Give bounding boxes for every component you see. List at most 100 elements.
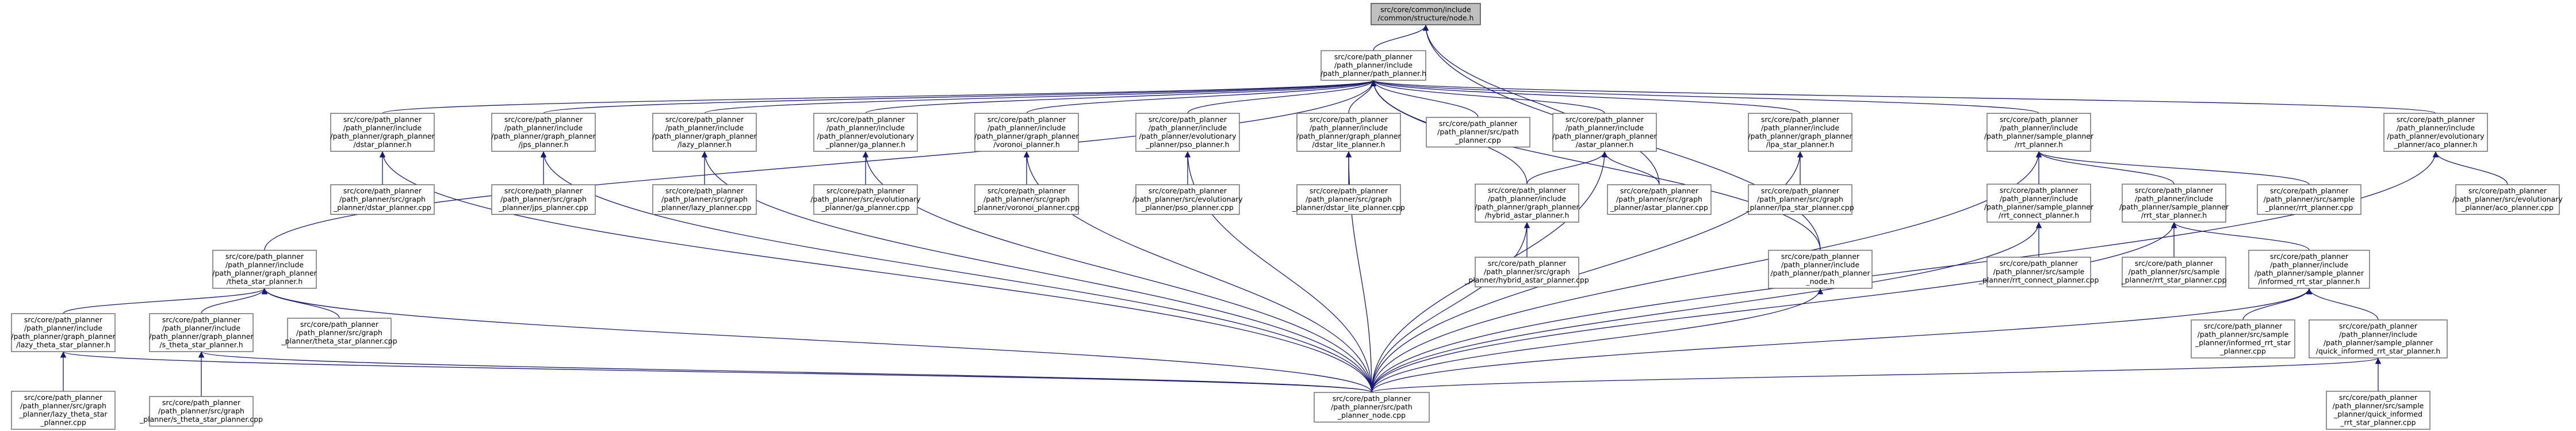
node-box <box>813 113 918 152</box>
node-label-line: /lpa_star_planner.h <box>1766 140 1834 149</box>
node-label-line: /path_planner/graph_planner <box>1296 132 1401 140</box>
node-label-line: /path_planner/include <box>2270 261 2348 269</box>
node-rrt_h[interactable]: src/core/path_planner/path_planner/inclu… <box>1984 113 2094 152</box>
node-dstar_lite_h[interactable]: src/core/path_planner/path_planner/inclu… <box>1296 113 1402 152</box>
node-label-line: src/core/path_planner <box>24 393 103 402</box>
node-voronoi_h[interactable]: src/core/path_planner/path_planner/inclu… <box>974 113 1080 152</box>
node-ga_cpp[interactable]: src/core/path_planner/path_planner/src/e… <box>810 184 921 215</box>
node-label-line: _planner/dstar_planner.cpp <box>333 203 431 212</box>
node-dstar_cpp[interactable]: src/core/path_planner/path_planner/src/g… <box>330 184 435 215</box>
node-lazy_h[interactable]: src/core/path_planner/path_planner/inclu… <box>652 113 757 152</box>
node-rrt_cpp[interactable]: src/core/path_planner/path_planner/src/s… <box>2257 184 2361 215</box>
node-hybrid_h[interactable]: src/core/path_planner/path_planner/inclu… <box>1475 184 1580 223</box>
node-s_theta_h[interactable]: src/core/path_planner/path_planner/inclu… <box>149 313 254 352</box>
node-quick_cpp[interactable]: src/core/path_planner/path_planner/src/s… <box>2326 391 2430 430</box>
node-label-line: /path_planner/evolutionary <box>817 132 914 140</box>
node-label-line: _planner/voronoi_planner.cpp <box>973 203 1080 212</box>
node-label-line: /path_planner/include <box>1781 261 1859 269</box>
node-quick_h[interactable]: src/core/path_planner/path_planner/inclu… <box>2309 319 2448 358</box>
node-rrt_star_h[interactable]: src/core/path_planner/path_planner/inclu… <box>2119 184 2229 223</box>
node-label-line: src/core/path_planner <box>1565 115 1644 124</box>
node-lazy_theta_cpp[interactable]: src/core/path_planner/path_planner/src/g… <box>11 391 116 430</box>
node-label-line: /voronoi_planner.h <box>993 140 1060 149</box>
node-label-line: /path_planner/include <box>162 324 240 333</box>
node-label-line: src/core/path_planner <box>2000 186 2079 194</box>
node-label-line: /path_planner/src/evolutionary <box>2452 195 2563 204</box>
edge-path_planner_h-to-root <box>1373 24 1429 51</box>
node-label-line: /path_planner/src/evolutionary <box>810 195 921 204</box>
node-box <box>2309 319 2448 358</box>
edge-pp_node_cpp-to-rrt_connect_h <box>1371 222 2042 393</box>
edge-pp_node_cpp-to-lazy_theta_h <box>60 351 1372 393</box>
node-ga_h[interactable]: src/core/path_planner/path_planner/inclu… <box>813 113 918 152</box>
node-aco_cpp[interactable]: src/core/path_planner/path_planner/src/e… <box>2452 184 2563 215</box>
edge-pso_h-to-path_planner_h <box>1187 80 1377 114</box>
node-label-line: src/core/path_planner <box>2204 322 2283 330</box>
node-path_planner_cpp[interactable]: src/core/path_planner/path_planner/src/p… <box>1426 117 1530 148</box>
node-theta_cpp[interactable]: src/core/path_planner/path_planner/src/g… <box>281 318 397 349</box>
node-lpa_h[interactable]: src/core/path_planner/path_planner/inclu… <box>1748 113 1853 152</box>
node-label-line: _planner/rrt_connect_planner.cpp <box>1978 276 2099 284</box>
node-label-line: _planner/pso_planner.h <box>1145 140 1229 149</box>
node-jps_h[interactable]: src/core/path_planner/path_planner/inclu… <box>491 113 596 152</box>
node-label-line: src/core/path_planner <box>2397 115 2475 124</box>
edge-pp_node_cpp-to-lpa_h <box>1371 151 1804 393</box>
node-box <box>1607 184 1712 215</box>
node-label-line: /dstar_planner.h <box>353 140 411 149</box>
node-dstar_lite_cpp[interactable]: src/core/path_planner/path_planner/src/g… <box>1292 184 1405 215</box>
node-rrt_star_cpp[interactable]: src/core/path_planner/path_planner/src/s… <box>2120 257 2227 288</box>
node-label-line: src/core/path_planner <box>987 115 1066 124</box>
node-label-line: /informed_rrt_star_planner.h <box>2259 277 2360 286</box>
node-label-line: /path_planner/sample_planner <box>2255 269 2364 277</box>
node-pso_h[interactable]: src/core/path_planner/path_planner/inclu… <box>1135 113 1240 152</box>
node-label-line: /path_planner/src/evolutionary <box>1132 195 1243 204</box>
node-informed_h[interactable]: src/core/path_planner/path_planner/inclu… <box>2248 250 2370 289</box>
node-jps_cpp[interactable]: src/core/path_planner/path_planner/src/g… <box>491 184 596 215</box>
node-box <box>1986 184 2091 223</box>
node-label-line: src/core/path_planner <box>343 186 422 195</box>
node-label-line: /theta_star_planner.h <box>227 277 303 286</box>
edge-informed_cpp-to-informed_h <box>2242 288 2313 321</box>
edge-pp_node_cpp-to-pp_node_h <box>1371 288 1824 393</box>
node-hybrid_cpp[interactable]: src/core/path_planner/path_planner/src/g… <box>1464 257 1589 288</box>
node-dstar_h[interactable]: src/core/path_planner/path_planner/inclu… <box>330 113 435 152</box>
node-astar_cpp[interactable]: src/core/path_planner/path_planner/src/g… <box>1607 184 1712 215</box>
node-label-line: /path_planner/include <box>665 124 744 132</box>
node-pp_node_h[interactable]: src/core/path_planner/path_planner/inclu… <box>1768 250 1873 289</box>
node-lpa_cpp[interactable]: src/core/path_planner/path_planner/src/g… <box>1746 184 1854 215</box>
node-label-line: /path_planner/graph_planner <box>652 132 757 140</box>
node-aco_h[interactable]: src/core/path_planner/path_planner/inclu… <box>2383 113 2488 152</box>
node-label-line: src/core/path_planner <box>24 315 103 324</box>
node-label-line: /path_planner/src/graph <box>1757 195 1843 204</box>
node-label-line: /path_planner/src/graph <box>1306 195 1392 204</box>
node-box <box>1748 113 1852 152</box>
node-label-line: /path_planner/evolutionary <box>2387 132 2485 140</box>
node-lazy_theta_h[interactable]: src/core/path_planner/path_planner/inclu… <box>11 313 116 352</box>
node-label-line: /path_planner/include <box>343 124 422 132</box>
node-label-line: _planner/rrt_star_planner.cpp <box>2120 276 2226 284</box>
node-pso_cpp[interactable]: src/core/path_planner/path_planner/src/e… <box>1132 184 1243 215</box>
node-root[interactable]: src/core/common/include/common/structure… <box>1371 3 1481 25</box>
edge-pp_node_cpp-to-hybrid_h <box>1371 222 1530 393</box>
node-lazy_cpp[interactable]: src/core/path_planner/path_planner/src/g… <box>652 184 757 215</box>
node-rrt_connect_cpp[interactable]: src/core/path_planner/path_planner/src/s… <box>1978 257 2099 288</box>
node-box <box>2257 184 2361 215</box>
node-path_planner_h[interactable]: src/core/path_planner/path_planner/inclu… <box>1320 50 1426 81</box>
node-label-line: /path_planner/src/graph <box>1484 268 1570 276</box>
node-rrt_connect_h[interactable]: src/core/path_planner/path_planner/inclu… <box>1984 184 2094 223</box>
edge-pp_node_h-to-path_planner_h <box>1370 80 1821 251</box>
node-box <box>11 313 116 352</box>
node-informed_cpp[interactable]: src/core/path_planner/path_planner/src/s… <box>2191 319 2295 358</box>
edge-theta_cpp-to-theta_h <box>261 288 340 319</box>
edge-pp_node_cpp-to-ga_h <box>862 151 1372 393</box>
node-s_theta_cpp[interactable]: src/core/path_planner/path_planner/src/g… <box>139 396 263 427</box>
node-box <box>1320 50 1426 81</box>
node-pp_node_cpp[interactable]: src/core/path_planner/path_planner/src/p… <box>1314 392 1430 423</box>
node-label-line: /path_planner/include <box>1488 194 1566 203</box>
node-box <box>2383 113 2488 152</box>
node-voronoi_cpp[interactable]: src/core/path_planner/path_planner/src/g… <box>973 184 1080 215</box>
edge-lpa_h-to-path_planner_h <box>1371 79 1801 114</box>
node-label-line: /path_planner/src/graph <box>20 402 106 410</box>
node-theta_h[interactable]: src/core/path_planner/path_planner/inclu… <box>212 250 317 289</box>
node-astar_h[interactable]: src/core/path_planner/path_planner/inclu… <box>1552 113 1658 152</box>
